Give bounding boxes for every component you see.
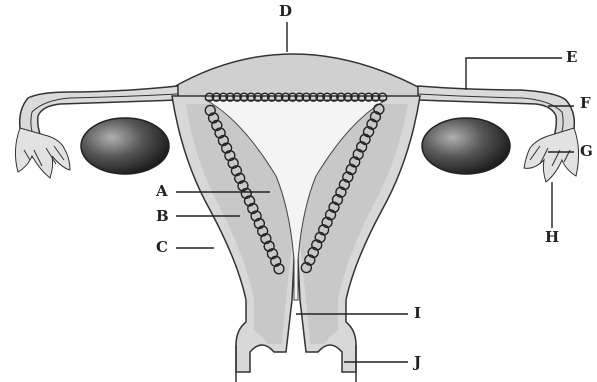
label-B: B xyxy=(156,209,169,224)
label-H: H xyxy=(545,230,559,245)
label-D: D xyxy=(279,4,292,19)
uterine-fundus xyxy=(172,54,420,98)
label-G: G xyxy=(580,144,593,159)
label-E: E xyxy=(566,50,577,65)
right-ovary xyxy=(422,118,510,174)
label-J: J xyxy=(414,355,421,370)
label-A: A xyxy=(156,184,168,199)
left-fimbriae xyxy=(15,128,70,178)
right-fimbriae xyxy=(524,128,579,182)
label-C: C xyxy=(156,240,168,255)
label-F: F xyxy=(580,96,591,111)
left-ovary xyxy=(81,118,169,174)
label-I: I xyxy=(414,306,421,321)
endometrium-top-coils xyxy=(205,93,386,101)
leader-E xyxy=(466,58,562,90)
